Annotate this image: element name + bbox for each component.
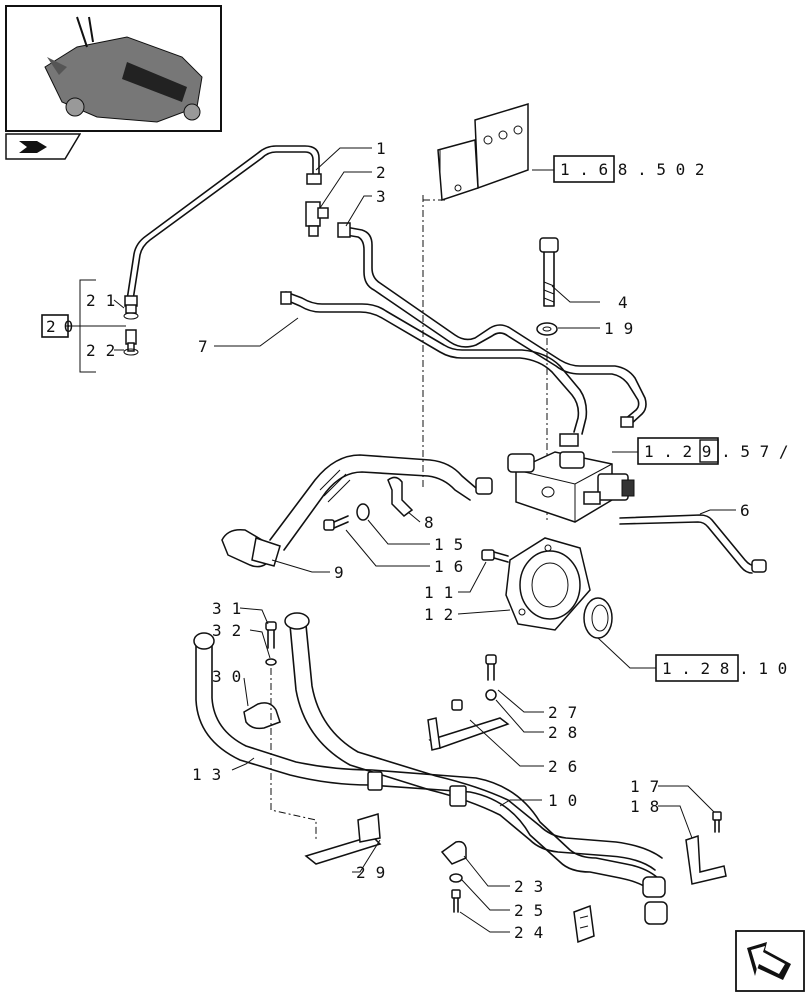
hose-9 <box>269 454 477 541</box>
callout-13: 13 <box>192 765 231 784</box>
ref-text-1[interactable]: 1 . 6 8 . 5 0 2 <box>560 160 705 179</box>
pipe-13 <box>195 644 651 891</box>
pipe-7 <box>285 299 580 433</box>
pipe-clip <box>573 904 595 944</box>
bolt-4 <box>539 237 559 307</box>
callout-10: 10 <box>548 791 587 810</box>
clip-23 <box>440 840 467 865</box>
tractor-thumbnail-icon <box>5 5 222 132</box>
callout-4: 4 <box>618 293 628 312</box>
ref-box-1[interactable] <box>553 155 615 183</box>
bracket-26 <box>428 717 510 749</box>
pipe-3 <box>339 225 647 426</box>
pipe-1 <box>132 151 314 301</box>
pipe-10 <box>289 624 656 871</box>
flange-12 <box>505 537 591 631</box>
bolt-24 <box>451 889 461 913</box>
callout-17: 17 <box>630 777 669 796</box>
callout-1: 1 <box>376 139 386 158</box>
fitting-21 <box>123 304 139 320</box>
valve-block <box>507 451 635 523</box>
washer-32 <box>265 658 277 666</box>
leader-lines <box>214 147 736 933</box>
bolt-17 <box>712 811 722 833</box>
callout-19: 19 <box>604 319 643 338</box>
callout-29: 29 <box>356 863 395 882</box>
bolt-16 <box>323 515 349 531</box>
washer-25 <box>449 873 463 883</box>
callout-32: 32 <box>212 621 251 640</box>
fitting-22 <box>123 329 139 356</box>
fitting-2 <box>305 201 329 237</box>
washer-19 <box>536 322 558 336</box>
bolt-31 <box>265 621 277 649</box>
callout-30: 30 <box>212 667 251 686</box>
washer-28 <box>485 689 497 701</box>
callout-11: 11 <box>424 583 463 602</box>
bracket-18 <box>685 834 727 885</box>
ref-text-3[interactable]: 1 . 2 8 . 1 0 <box>662 659 787 678</box>
callout-31: 31 <box>212 599 251 618</box>
callout-16: 16 <box>434 557 473 576</box>
callout-2: 2 <box>376 163 386 182</box>
washer-15 <box>356 503 370 521</box>
callout-7: 7 <box>198 337 208 356</box>
callout-24: 24 <box>514 923 553 942</box>
next-page-arrow-icon[interactable] <box>735 930 805 992</box>
bolt-11 <box>481 549 509 563</box>
callout-23: 23 <box>514 877 553 896</box>
callout-27: 27 <box>548 703 587 722</box>
callout-8: 8 <box>424 513 434 532</box>
callout-25: 25 <box>514 901 553 920</box>
ref-text-2[interactable]: 1 . 2 9 . 5 7 / <box>644 442 789 461</box>
callout-9: 9 <box>334 563 344 582</box>
group-item-21: 21 <box>86 291 125 310</box>
ref-box-2b <box>699 439 719 463</box>
bolt-27 <box>485 654 497 681</box>
group-item-22: 22 <box>86 341 125 360</box>
assembly-view-icon <box>5 133 81 160</box>
callout-6: 6 <box>740 501 750 520</box>
group-label-20: 20 <box>46 317 81 336</box>
callout-15: 15 <box>434 535 473 554</box>
bracket <box>437 102 529 202</box>
callout-12: 12 <box>424 605 463 624</box>
callout-3: 3 <box>376 187 386 206</box>
callout-18: 18 <box>630 797 669 816</box>
ref-box-3[interactable] <box>655 654 739 682</box>
clip-8 <box>387 476 414 517</box>
bracket-29 <box>304 835 382 865</box>
group-box-20 <box>41 314 69 338</box>
callout-28: 28 <box>548 723 587 742</box>
callout-26: 26 <box>548 757 587 776</box>
clamp-30 <box>243 702 281 730</box>
